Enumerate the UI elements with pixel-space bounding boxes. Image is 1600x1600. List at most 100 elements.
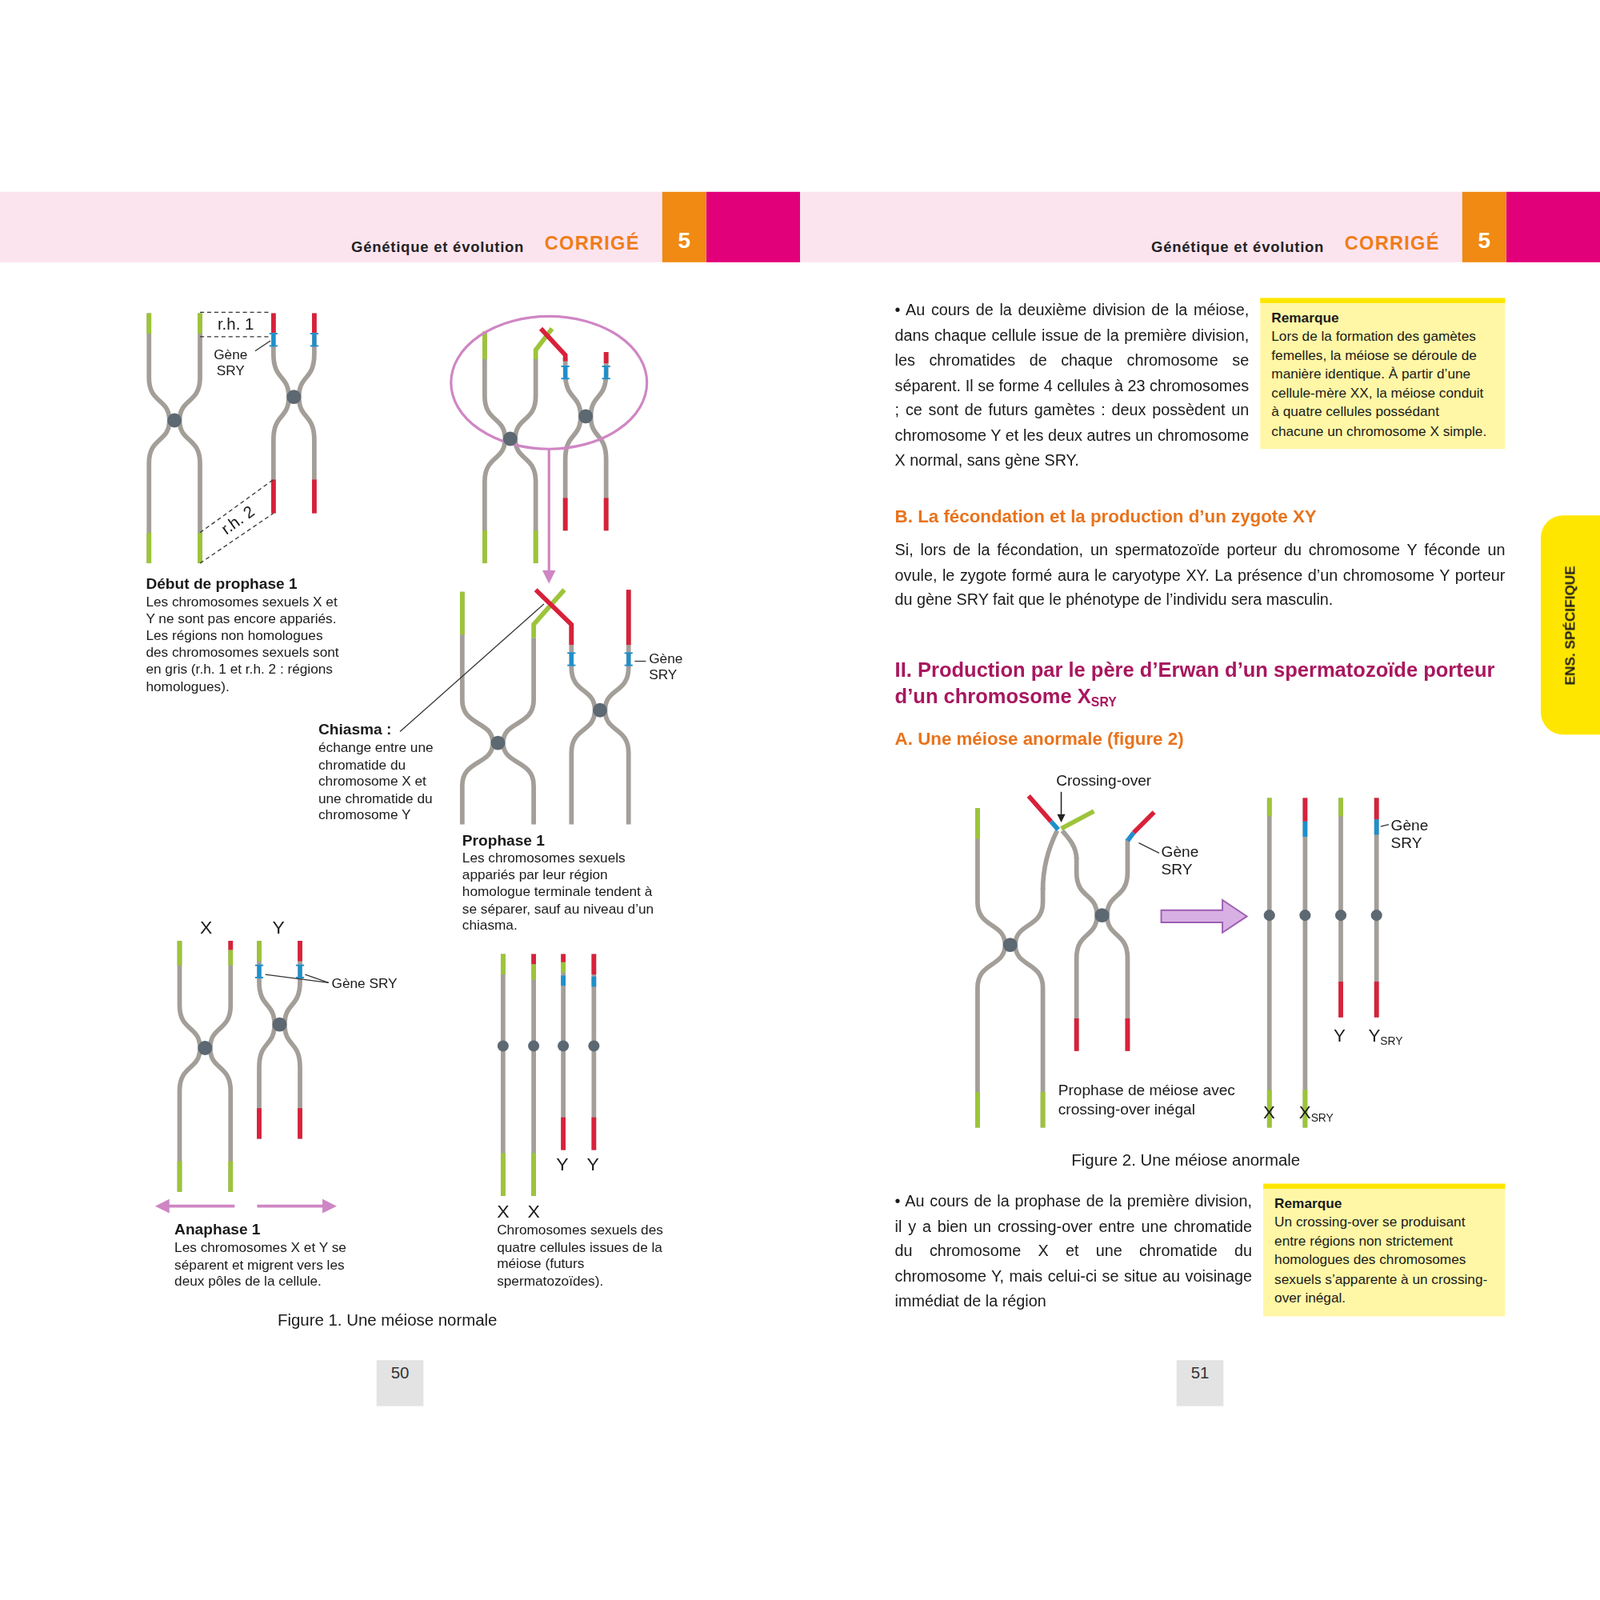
gene-label: Gène SRY — [332, 975, 424, 992]
centromere — [592, 703, 608, 718]
chromatid-segment — [1303, 797, 1308, 821]
centromere — [1003, 937, 1018, 952]
migration-arrow — [256, 1204, 324, 1208]
chromatid — [179, 940, 200, 1192]
chromatid — [1107, 838, 1128, 1051]
process-label: Crossing-over — [1056, 771, 1179, 790]
chromatid — [515, 359, 536, 564]
sry-gene — [1127, 832, 1134, 841]
sry-gene — [296, 964, 304, 967]
gene-label-text: Gène SRY — [213, 347, 248, 380]
remark-box-text: Lors de la formation des gamètes femelle… — [1271, 327, 1495, 441]
chromatid — [1303, 797, 1308, 1128]
chromatid-segment — [256, 1108, 262, 1139]
gene-label: Gène SRY — [1161, 843, 1209, 878]
chromatid — [462, 592, 493, 825]
chromosome-label-text: Y — [272, 917, 285, 939]
section-heading-text: A. Une méiose anormale (figure 2) — [895, 728, 1184, 750]
section-heading: A. Une méiose anormale (figure 2) — [895, 728, 1406, 751]
stage-description: Les chromosomes X et Y se séparent et mi… — [174, 1240, 368, 1291]
chromatid-segment — [146, 313, 152, 335]
chromatid-segment — [1061, 811, 1095, 829]
gene-label-text: Gène SRY — [1391, 816, 1429, 851]
chromatid-segment — [297, 1108, 303, 1139]
chromatid-segment — [560, 975, 566, 986]
chromosome-label: Y — [556, 1154, 572, 1177]
body-paragraph-text: • Au cours de la prophase de la première… — [895, 1192, 1252, 1310]
stage-description: Les chromosomes sexuels appariés par leu… — [462, 849, 662, 934]
header-block — [706, 192, 800, 263]
term-description: échange entre une chromatide du chromoso… — [318, 740, 449, 824]
sry-gene — [567, 652, 576, 654]
stage-description-text: Les chromosomes X et Y se séparent et mi… — [174, 1240, 347, 1289]
chromatid-segment — [533, 530, 539, 564]
chromatid-segment — [1028, 796, 1052, 822]
chromosome-label-text: X — [527, 1200, 540, 1222]
sry-gene — [255, 976, 264, 979]
homologous-region-bracket — [200, 312, 274, 564]
sry-gene — [312, 333, 316, 346]
chromosome-label-text: X — [1263, 1102, 1276, 1124]
header-block — [1506, 192, 1600, 263]
header-band-title: Génétique et évolution — [1151, 238, 1324, 255]
chromosome-label-text: X — [200, 917, 212, 939]
body-paragraph-text: • Au cours de la deuxième division de la… — [895, 300, 1250, 468]
centromere — [557, 1040, 569, 1052]
body-paragraph: • Au cours de la prophase de la première… — [895, 1188, 1252, 1314]
chromatid-segment — [146, 532, 152, 564]
remark-box-title: Remarque — [1274, 1196, 1496, 1212]
sry-gene — [602, 377, 611, 380]
sry-gene — [255, 964, 264, 967]
centromere — [1371, 909, 1383, 921]
sry-gene — [624, 664, 633, 667]
chromosome-label: X — [496, 1200, 513, 1224]
sry-gene — [561, 365, 570, 368]
chromatid — [1076, 856, 1098, 1051]
chromatid-segment — [482, 332, 488, 360]
process-label-text: Crossing-over — [1056, 771, 1152, 789]
chromatid — [604, 589, 628, 824]
chromatid-segment — [975, 808, 980, 839]
chromatid — [273, 313, 289, 514]
chromatid — [148, 313, 170, 564]
subscript: SRY — [1380, 1034, 1403, 1047]
sry-gene — [269, 332, 278, 335]
remark-box: RemarqueUn crossing-over se produisant e… — [1263, 1184, 1505, 1316]
remark-box-text: Un crossing-over se produisant entre rég… — [1274, 1213, 1496, 1308]
chromatid-segment — [482, 530, 488, 564]
stage-title-text: Anaphase 1 — [174, 1220, 260, 1239]
chromatid — [210, 940, 232, 1192]
gene-label: Gène SRY — [1391, 816, 1439, 851]
sry-gene — [310, 332, 319, 335]
chromatid — [591, 954, 596, 1151]
chromatid-segment — [500, 1152, 506, 1196]
remark-box: RemarqueLors de la formation des gamètes… — [1260, 297, 1505, 449]
chromatid — [565, 356, 581, 531]
chromatid-segment — [591, 1117, 596, 1151]
chromatid-segment — [228, 949, 233, 965]
centromere — [286, 389, 301, 404]
chromatid-segment — [1338, 797, 1344, 816]
body-paragraph: Si, lors de la fécondation, un spermatoz… — [895, 537, 1506, 613]
migration-arrow — [167, 1204, 235, 1208]
sry-gene — [624, 652, 633, 654]
chromatid-segment — [177, 1161, 183, 1192]
chromatid-segment — [1267, 797, 1272, 816]
sry-gene — [604, 366, 608, 379]
chromatid — [1043, 830, 1058, 890]
chromosome-label: Y — [272, 917, 289, 940]
centromere — [1095, 908, 1110, 923]
chromatid-segment — [1374, 797, 1380, 820]
chromatid-segment — [531, 954, 536, 965]
stage-title-text: Prophase 1 — [462, 832, 545, 850]
chromatid-segment — [1303, 821, 1308, 837]
chapter-heading-text: II. Production par le père d’Erwan d’un … — [895, 658, 1496, 708]
figure-caption-text: Figure 1. Une méiose normale — [277, 1311, 498, 1329]
chromatid — [500, 954, 506, 1196]
leader-line — [1380, 824, 1389, 828]
centromere — [491, 736, 506, 751]
header-band: Génétique et évolutionCORRIGÉ — [800, 192, 1463, 263]
chromosome-label-text: X — [1299, 1102, 1312, 1124]
chromatid-segment — [604, 352, 609, 364]
chromatid — [1267, 797, 1272, 1128]
